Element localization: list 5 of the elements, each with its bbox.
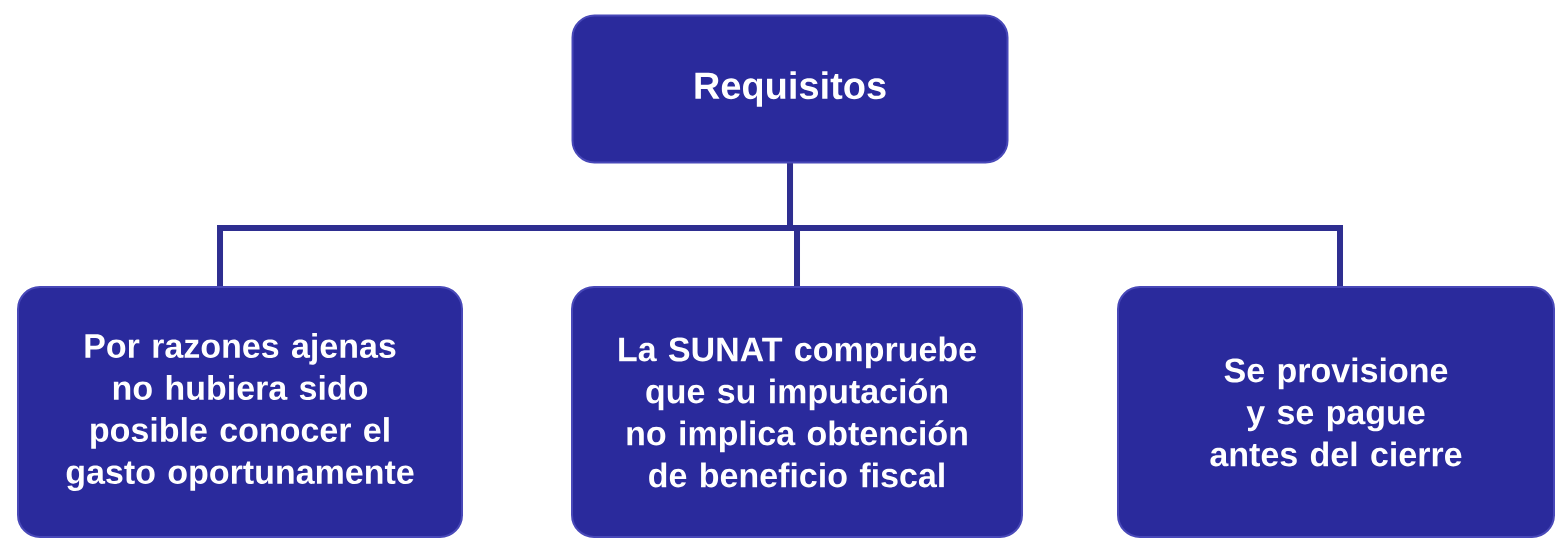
requirement-box: Se provisione y se pague antes del cierre: [1117, 286, 1555, 538]
connector-line: [787, 163, 1343, 286]
requirement-box: Por razones ajenas no hubiera sido posible conocer el gasto oportunamente: [17, 286, 463, 538]
requirement-box: La SUNAT compruebe que su imputación no implica obtención de beneficio fiscal: [571, 286, 1023, 538]
title-box: Requisitos: [571, 14, 1009, 164]
